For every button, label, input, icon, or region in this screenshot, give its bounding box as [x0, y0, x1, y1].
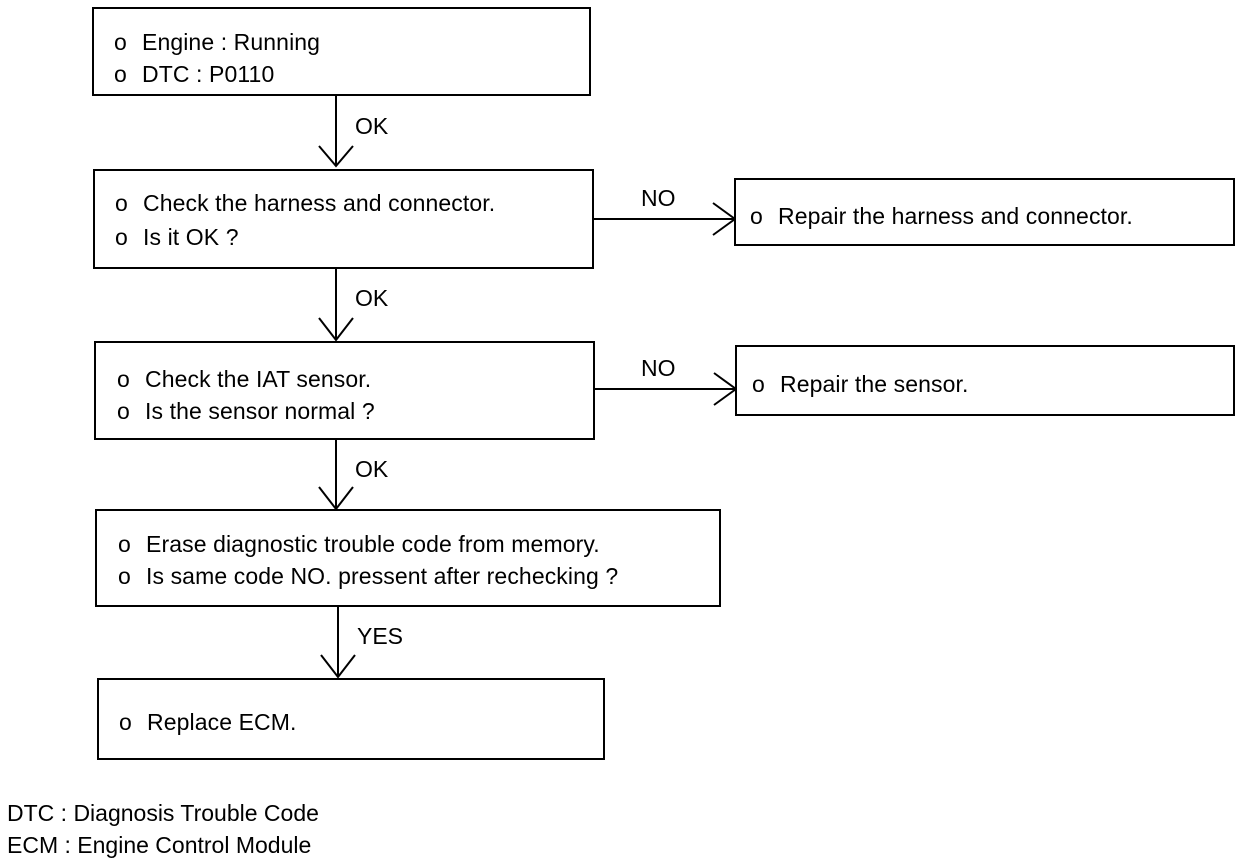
arrowhead-step1-to-step2: [318, 145, 354, 168]
repair-sensor-box: o Repair the sensor.: [735, 345, 1235, 416]
edge-label-no-1: NO: [641, 185, 676, 211]
legend-dtc: DTC : Diagnosis Trouble Code: [7, 800, 319, 826]
bullet: o: [114, 29, 127, 55]
step3-text-1: Check the IAT sensor.: [145, 366, 372, 392]
repair-sensor-line: o Repair the sensor.: [752, 371, 968, 397]
edge-label-yes: YES: [357, 623, 404, 649]
bullet: o: [117, 398, 130, 424]
step5-box: o Replace ECM.: [97, 678, 605, 760]
step3-line-2: o Is the sensor normal ?: [117, 398, 375, 424]
step3-line-1: o Check the IAT sensor.: [117, 366, 371, 392]
step4-line-2: o Is same code NO. pressent after recheck…: [118, 563, 618, 589]
step2-text-2: Is it OK ?: [143, 224, 239, 250]
bullet: o: [118, 531, 131, 557]
step2-line-2: o Is it OK ?: [115, 224, 239, 250]
step4-line-1: o Erase diagnostic trouble code from memo…: [118, 531, 600, 557]
repair-sensor-text: Repair the sensor.: [780, 371, 969, 397]
edge-label-ok-2: OK: [355, 285, 389, 311]
bullet: o: [114, 61, 127, 87]
bullet: o: [115, 224, 128, 250]
step5-text: Replace ECM.: [147, 709, 297, 735]
step2-line-1: o Check the harness and connector.: [115, 190, 495, 216]
step3-box: o Check the IAT sensor. o Is the sensor no…: [94, 341, 595, 440]
step5-line: o Replace ECM.: [119, 709, 296, 735]
repair-harness-line: o Repair the harness and connector.: [750, 203, 1133, 229]
step3-text-2: Is the sensor normal ?: [145, 398, 375, 424]
step1-text-1: Engine : Running: [142, 29, 321, 55]
edge-label-ok-3: OK: [355, 456, 389, 482]
edge-label-ok-1: OK: [355, 113, 389, 139]
repair-harness-box: o Repair the harness and connector.: [734, 178, 1235, 246]
legend-ecm: ECM : Engine Control Module: [7, 832, 312, 858]
step2-text-1: Check the harness and connector.: [143, 190, 496, 216]
step1-text-2: DTC : P0110: [142, 61, 275, 87]
edge-label-no-2: NO: [641, 355, 676, 381]
step4-box: o Erase diagnostic trouble code from memo…: [95, 509, 721, 607]
step1-line-1: o Engine : Running: [114, 29, 320, 55]
step4-text-2: Is same code NO. pressent after rechecki…: [146, 563, 619, 589]
repair-harness-text: Repair the harness and connector.: [778, 203, 1133, 229]
bullet: o: [119, 709, 132, 735]
step2-box: o Check the harness and connector. o Is it…: [93, 169, 594, 269]
step4-text-1: Erase diagnostic trouble code from memor…: [146, 531, 600, 557]
arrowhead-step2-to-step3: [318, 317, 354, 342]
bullet: o: [115, 190, 128, 216]
bullet: o: [118, 563, 131, 589]
arrowhead-step4-to-step5: [320, 654, 356, 679]
bullet: o: [750, 203, 763, 229]
bullet: o: [117, 366, 130, 392]
step1-line-2: o DTC : P0110: [114, 61, 274, 87]
bullet: o: [752, 371, 765, 397]
